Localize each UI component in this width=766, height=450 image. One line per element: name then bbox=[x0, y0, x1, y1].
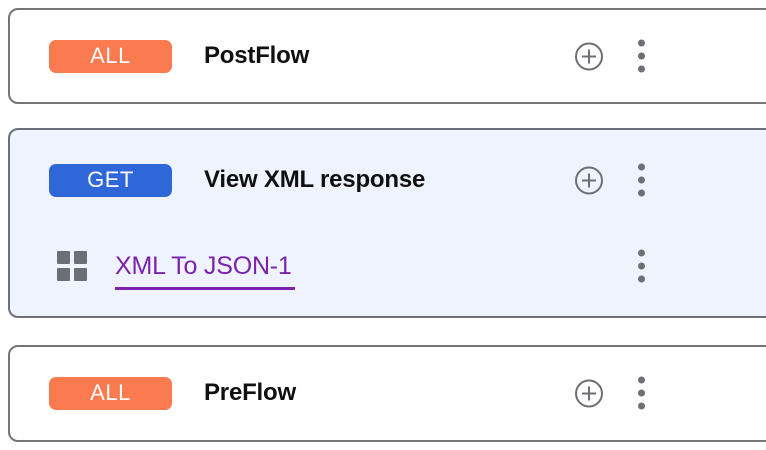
kebab-menu-icon[interactable] bbox=[628, 162, 654, 199]
grid-square bbox=[57, 251, 70, 264]
method-badge-all: ALL bbox=[49, 39, 172, 73]
kebab-dot bbox=[637, 249, 645, 257]
method-badge-all: ALL bbox=[49, 376, 172, 410]
flow-header-row[interactable]: ALL PreFlow bbox=[10, 347, 766, 439]
flow-row-actions bbox=[574, 162, 654, 199]
flow-header-row[interactable]: GET View XML response bbox=[10, 130, 766, 230]
kebab-dot bbox=[637, 275, 645, 283]
add-circle-icon[interactable] bbox=[574, 165, 604, 195]
kebab-dot bbox=[637, 52, 645, 60]
policy-link-xml-to-json-1[interactable]: XML To JSON-1 bbox=[115, 251, 295, 290]
policy-row-actions bbox=[628, 248, 654, 285]
flow-row-actions bbox=[574, 375, 654, 412]
kebab-menu-icon[interactable] bbox=[628, 38, 654, 75]
method-badge-get: GET bbox=[49, 163, 172, 197]
flow-title: PostFlow bbox=[204, 42, 310, 69]
grid-squares-icon bbox=[57, 251, 87, 281]
flow-row-actions bbox=[574, 38, 654, 75]
kebab-dot bbox=[637, 176, 645, 184]
grid-square bbox=[74, 268, 87, 281]
kebab-dot bbox=[637, 376, 645, 384]
grid-square bbox=[74, 251, 87, 264]
kebab-dot bbox=[637, 189, 645, 197]
kebab-dot bbox=[637, 163, 645, 171]
flow-title: View XML response bbox=[204, 166, 426, 193]
kebab-dot bbox=[637, 389, 645, 397]
flow-card-preflow[interactable]: ALL PreFlow bbox=[8, 345, 766, 442]
kebab-menu-icon[interactable] bbox=[628, 375, 654, 412]
policy-row[interactable]: XML To JSON-1 bbox=[10, 230, 766, 302]
add-circle-icon[interactable] bbox=[574, 41, 604, 71]
kebab-dot bbox=[637, 402, 645, 410]
flow-title: PreFlow bbox=[204, 379, 296, 406]
kebab-menu-icon[interactable] bbox=[628, 248, 654, 285]
grid-square bbox=[57, 268, 70, 281]
kebab-dot bbox=[637, 39, 645, 47]
flow-header-row[interactable]: ALL PostFlow bbox=[10, 10, 766, 102]
kebab-dot bbox=[637, 262, 645, 270]
flow-card-view-xml-response[interactable]: GET View XML response bbox=[8, 128, 766, 318]
kebab-dot bbox=[637, 65, 645, 73]
add-circle-icon[interactable] bbox=[574, 378, 604, 408]
flow-card-postflow[interactable]: ALL PostFlow bbox=[8, 8, 766, 104]
